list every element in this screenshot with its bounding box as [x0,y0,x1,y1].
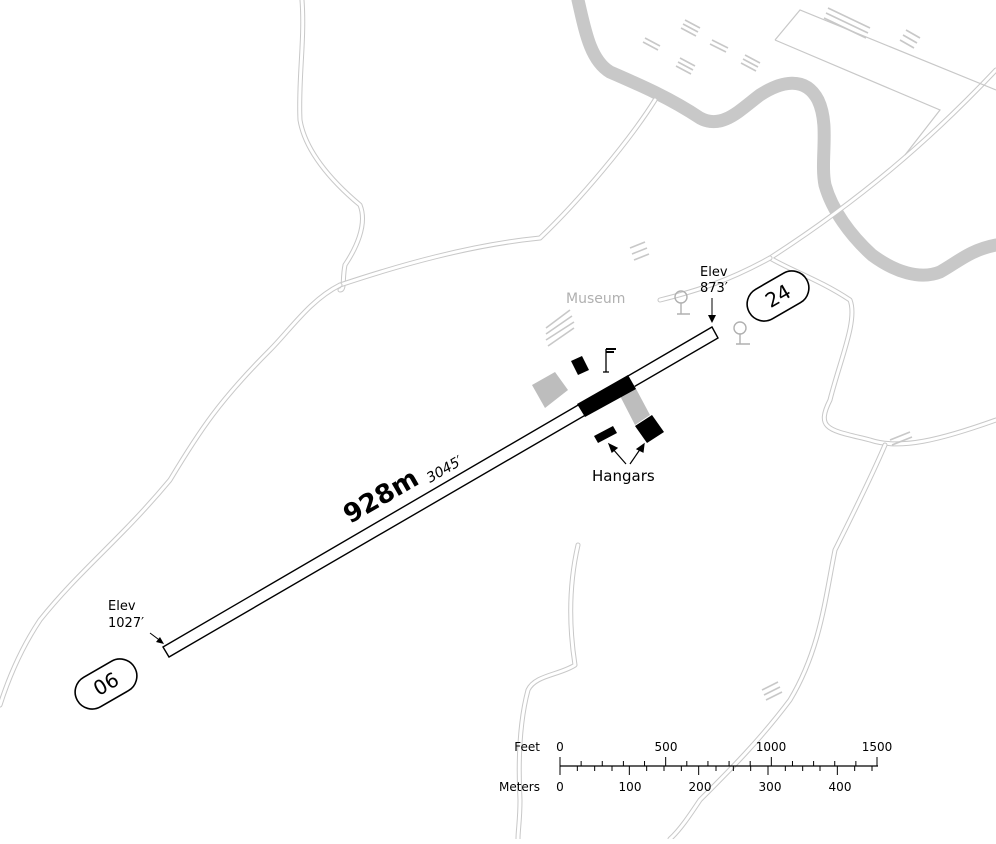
scale-ticks [559,757,878,775]
meter-tick-100: 100 [619,780,642,794]
feet-tick-1000: 1000 [756,740,787,754]
meter-tick-0: 0 [556,780,564,794]
elev-west-arrow [149,632,164,644]
hangar-building-west [594,426,617,443]
meter-tick-400: 400 [829,780,852,794]
feet-tick-0: 0 [556,740,564,754]
scale-bar: Feet Meters 0 500 1000 1500 0 100 200 30… [499,740,892,794]
tree-icon [674,290,690,315]
meter-tick-300: 300 [759,780,782,794]
elev-east-value: 873′ [700,281,728,296]
feet-tick-1500: 1500 [862,740,893,754]
elev-east-arrow [708,298,716,323]
runway [162,326,719,658]
elev-east-label: Elev [700,265,728,280]
runway-24-designator: 24 [746,270,810,322]
scale-feet-label: Feet [514,740,540,754]
windsock-icon [603,348,616,373]
feet-tick-500: 500 [655,740,678,754]
museum-label: Museum [566,291,625,307]
runway-surface [162,326,719,658]
terminal-building [577,375,636,417]
elev-west-label: Elev [108,599,136,614]
gray-apron [618,385,650,425]
hangars-label: Hangars [592,467,655,485]
small-building [571,356,589,375]
hangar-building-east [635,415,664,443]
runway-06-designator: 06 [74,658,138,710]
river [571,0,996,282]
hangars-arrows [607,442,645,465]
scale-meters-label: Meters [499,780,540,794]
airport-buildings [532,356,664,443]
hatched-buildings [545,7,921,701]
parking-area [532,372,568,408]
meter-tick-200: 200 [689,780,712,794]
field-boundary [774,9,996,156]
elev-west-value: 1027′ [108,616,144,631]
tree-icon [733,321,750,345]
